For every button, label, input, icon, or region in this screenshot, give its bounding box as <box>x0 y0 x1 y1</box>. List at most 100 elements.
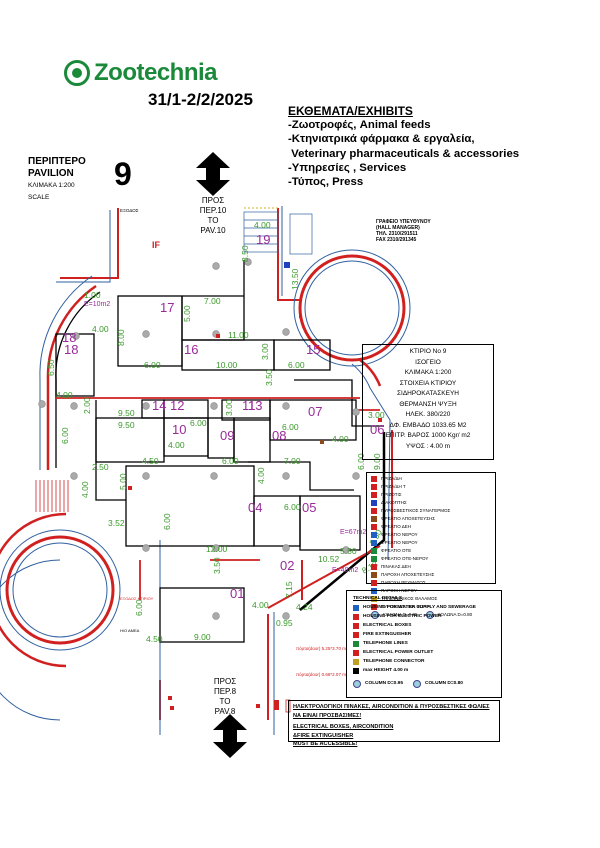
dimension: 8.00 <box>116 329 126 346</box>
column-label: COLUMN D=0.95 <box>365 681 403 686</box>
legend-label: ΤΗΛΕΦΩΝΙΚΟΣ ΘΑΛΑΜΟΣ <box>381 596 438 601</box>
legend-symbol-icon <box>371 516 377 522</box>
legend-symbol-icon <box>371 508 377 514</box>
building-info-box: ΚΤΙΡΙΟ No 9 ΙΣΟΓΕΙΟ ΚΛΙΜΑΚΑ 1:200 ΣΤΟΙΧΕ… <box>362 344 494 460</box>
dimension: 6.00 <box>60 427 70 444</box>
column-icon <box>371 611 379 619</box>
legend-symbol-icon <box>371 604 377 610</box>
stand-numbers: 01 02 04 05 06 07 08 09 10 11 12 13 14 1… <box>62 232 384 601</box>
dimension: 4.00 <box>254 220 271 230</box>
stand-number: 02 <box>280 558 294 573</box>
stand-number: 08 <box>272 428 286 443</box>
legend-item: ΠΑΡΟΧΗ ΡΕΥΜΑΤΟΣ <box>371 579 491 587</box>
dimension: 10.00 <box>216 360 238 370</box>
technical-label: HOUSING FOR WATER SUPPLY AND SEWERAGE <box>363 605 477 610</box>
info-line: ΔΦ. ΕΜΒΑΔΟ 1033.65 M2 <box>389 421 467 429</box>
column-label: COLUMN D=0.80 <box>424 681 463 686</box>
legend-label: ΠΥΡΟΣΒΕΣΤΙΚΟΣ ΣΥΝΑΓΕΡΜΟΣ <box>381 508 451 513</box>
legend-item: ΠΡΙΖΑ/ΔΗ Τ <box>371 483 491 491</box>
pavilion-label: ΠΕΡΙΠΤΕΡΟ PAVILION ΚΛΙΜΑΚΑ 1:200 SCALE <box>28 156 86 204</box>
stand-number: 07 <box>308 404 322 419</box>
legend-symbol-icon <box>371 476 377 482</box>
technical-label: TELEPHONE CONNECTOR <box>363 659 425 664</box>
dir-text: ΠΡΟΣ <box>201 196 225 205</box>
dimension: 13.50 <box>290 268 300 290</box>
dimension: 4.24 <box>296 602 313 612</box>
exhibit-line: -Ζωοτροφές, Animal feeds <box>288 119 431 132</box>
technical-label: FIRE EXTINGUISHER <box>363 632 412 637</box>
direction-north-label: ΠΡΟΣ ΠΕΡ.10 ΤΟ PAV.10 <box>196 196 230 236</box>
legend-label: ΠΡΙΖΟΤΙΣ <box>381 492 402 497</box>
legend-item: ΠΥΡΟΣΒΕΣΤΙΚΟΣ ΣΥΝΑΓΕΡΜΟΣ <box>371 507 491 515</box>
columns <box>38 258 360 620</box>
dimension: 6.00 <box>190 418 207 428</box>
legend-item: ΦΡΕΑΤΙΟ ΟΤΕ <box>371 547 491 555</box>
note-line: ΗΛΕΚΤΡΟΛΟΓΙΚΟΙ ΠΙΝΑΚΕΣ, AIRCONDITION & Π… <box>293 704 490 710</box>
dir-text: PAV.10 <box>200 226 226 235</box>
legend-label: ΠΥΡΟΣΒΕΣΤΙΚΑ ΦΩΛΙΑ <box>381 604 431 609</box>
stand-number: 05 <box>302 500 316 515</box>
stand-number: 09 <box>220 428 234 443</box>
stand-number: 10 <box>172 422 186 437</box>
dimension: 6.00 <box>162 513 172 530</box>
dimension: 2.50 <box>92 462 109 472</box>
dimension: 3.00 <box>224 399 234 416</box>
hall-manager-line: FAX 2310/291345 <box>376 237 417 243</box>
column-icon <box>425 611 434 619</box>
technical-item: HOUSING FOR ELECTRIC POWER <box>353 612 495 621</box>
technical-label: TELEPHONE LINES <box>363 641 408 646</box>
dimension: 4.00 <box>168 440 185 450</box>
technical-item: FIRE EXTINGUISHER <box>353 630 495 639</box>
legend-item: ΦΡΕΑΤΙΟ ΝΕΡΟΥ <box>371 531 491 539</box>
legend-item: ΠΡΙΖΟΤΙΣ <box>371 491 491 499</box>
legend-label: ΠΑΡΟΧΗ ΑΠΟΧΕΤΕΥΣΗΣ <box>381 572 435 577</box>
technical-label: HOUSING FOR ELECTRIC POWER <box>363 614 442 619</box>
info-line: ΕΠΙΤΡ. ΒΑΡΟΣ 1000 Kgr/ m2 <box>385 432 471 439</box>
dimension: 6.00 <box>222 456 239 466</box>
legend-label: ΦΡΕΑΤΙΟ ΟΤΕ <box>381 548 412 553</box>
dimension: 4.00 <box>56 390 73 400</box>
stand-number: 12 <box>170 398 184 413</box>
dimension: 11.00 <box>228 330 249 340</box>
stand-number: 14 <box>152 398 166 413</box>
exhibit-line: Veterinary pharmaceuticals & accessories <box>288 147 520 160</box>
hall-manager-info: ΓΡΑΦΕΙΟ ΥΠΕΥΘΥΝΟΥ (HALL MANAGER) ΤΗΛ. 23… <box>376 219 431 243</box>
tower-right <box>293 249 411 367</box>
technical-item: TELEPHONE LINES <box>353 639 495 648</box>
legend-item: ΦΡΕΑΤΙΟ ΝΕΡΟΥ <box>371 539 491 547</box>
exhibits-box: ΕΚΘΕΜΑΤΑ/EXHIBITS -Ζωοτροφές, Animal fee… <box>288 104 519 189</box>
dimension: 0.95 <box>276 618 293 628</box>
technical-symbol-icon <box>353 640 359 647</box>
technical-item: ELECTRICAL BOXES <box>353 621 495 630</box>
dimension: 6.00 <box>134 599 144 616</box>
dimension: 6.00 <box>144 360 161 370</box>
legend-symbol-icon <box>371 492 377 498</box>
stand-number: 04 <box>248 500 262 515</box>
legend-item: ΦΡΕΑΤΙΟ ΑΠΟΧΕΤΕΥΣΗΣ <box>371 515 491 523</box>
dir-text: ΤΟ <box>219 697 231 706</box>
dimension: 9.50 <box>118 420 135 430</box>
dimension: 8.50 <box>240 245 250 262</box>
legend-label: ΦΡΕΑΤΙΟ ΑΠΟΧΕΤΕΥΣΗΣ <box>381 516 436 521</box>
dimension: 1.00 <box>84 290 101 300</box>
legend-symbol-icon <box>371 588 377 594</box>
exhibit-line: -Υπηρεσίες , Services <box>288 161 407 174</box>
scale-gr: ΚΛΙΜΑΚΑ 1:200 <box>28 182 75 189</box>
dir-text: ΠΕΡ.8 <box>213 687 237 696</box>
stand-number: 01 <box>230 586 244 601</box>
dimension: 3.50 <box>212 557 222 574</box>
legend-symbol-icon <box>371 556 377 562</box>
legend-symbol-icon <box>371 484 377 490</box>
zootechnia-logo: Zootechnia <box>64 58 218 88</box>
building-exit-label: ΕΞΟΔΟΣ ΚΤΙΡΙΟΥ <box>120 596 154 601</box>
info-line: ΚΤΙΡΙΟ No 9 <box>409 348 447 355</box>
stand-number: 15 <box>306 342 320 357</box>
direction-south-label: ΠΡΟΣ ΠΕΡ.8 ΤΟ PAV.8 <box>208 677 242 717</box>
note-line: &FIRE EXTINGUISHER <box>293 732 354 739</box>
dimension: 6.00 <box>288 360 305 370</box>
legend-symbol-icon <box>371 524 377 530</box>
hall-manager-line: ΓΡΑΦΕΙΟ ΥΠΕΥΘΥΝΟΥ <box>376 219 431 225</box>
info-line: ΣΙΔΗΡΟΚΑΤΑΣΚΕΥΗ <box>397 390 459 397</box>
legend-symbol-icon <box>371 500 377 506</box>
legend-label: ΠΙΝΑΚΑΣ ΔΕΗ <box>381 564 411 569</box>
